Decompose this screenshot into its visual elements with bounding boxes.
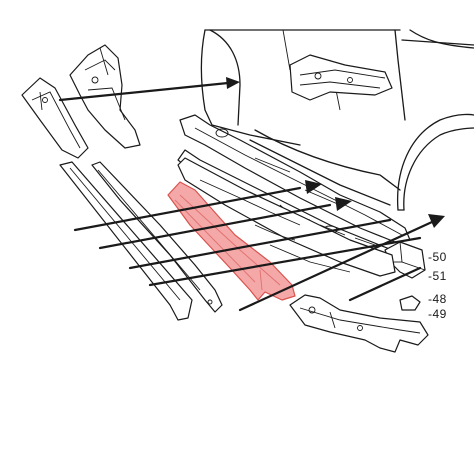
callout-51: -51 [428, 269, 447, 283]
bottom-bracket-part [289, 294, 429, 353]
leader-arrow-top [58, 77, 240, 102]
lower-longitudinal-rail [177, 157, 396, 277]
connector-lines [73, 180, 445, 312]
left-pillar-part [21, 77, 89, 159]
callout-labels: -50 -51 -48 -49 [428, 250, 447, 321]
callout-48: -48 [428, 292, 447, 306]
outer-sill-strip [59, 161, 193, 321]
callout-50: -50 [428, 250, 447, 264]
highlighted-sill-panel [167, 181, 296, 301]
body-bracket-part [289, 54, 393, 101]
callout-49: -49 [428, 307, 447, 321]
